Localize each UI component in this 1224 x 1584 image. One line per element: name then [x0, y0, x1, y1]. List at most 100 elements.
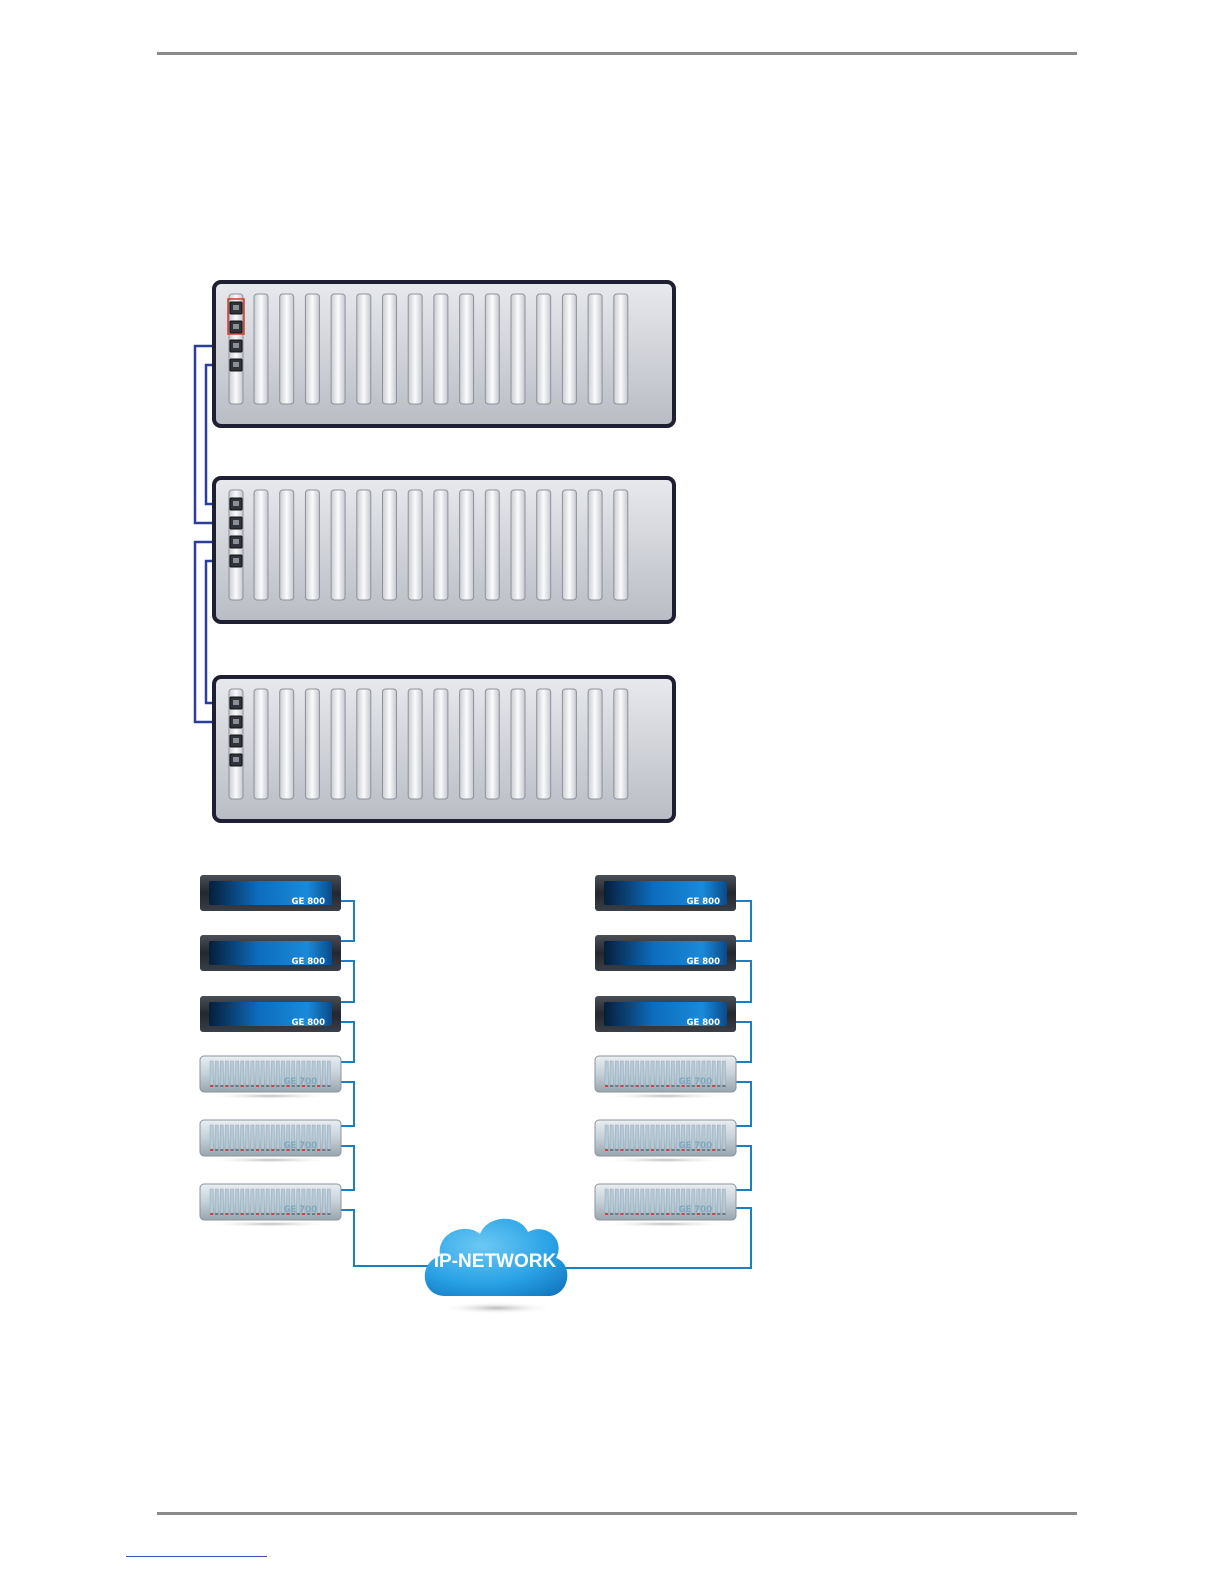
ge700-led [251, 1085, 254, 1087]
device-model-label: GE 800 [687, 957, 721, 967]
ge700-led [261, 1149, 264, 1151]
slot-card [383, 490, 397, 600]
slot-card [588, 689, 602, 799]
slot-card [537, 689, 551, 799]
ge700-module [246, 1061, 249, 1085]
device-chain-cable [736, 961, 751, 1002]
ge700-led [225, 1213, 228, 1215]
ge700-module [220, 1189, 223, 1213]
ge700-module [225, 1061, 228, 1085]
ge700-led [241, 1149, 244, 1151]
footer-link-underline[interactable] [126, 1556, 267, 1557]
device-chain-cable [341, 901, 354, 941]
ge700-module [620, 1125, 623, 1149]
ge700-led [615, 1149, 618, 1151]
rack-chassis-3 [214, 677, 674, 821]
ge700-led [631, 1213, 634, 1215]
ge700-module [230, 1189, 233, 1213]
ge700-module [717, 1189, 720, 1213]
device-shadow [601, 1093, 730, 1099]
ge700-led [625, 1149, 628, 1151]
slot-card [460, 490, 474, 600]
ge700-led [631, 1085, 634, 1087]
ge700-led [722, 1149, 725, 1151]
slot-card [511, 490, 525, 600]
port-contacts [233, 558, 239, 563]
device-chain-cable [341, 1082, 354, 1126]
ge700-led [641, 1213, 644, 1215]
port-contacts [233, 539, 239, 544]
ge700-led [230, 1085, 233, 1087]
slot-card [280, 294, 294, 404]
ge700-led [610, 1085, 613, 1087]
ge700-led [241, 1213, 244, 1215]
ge700-module [236, 1189, 239, 1213]
device-chain-cable [341, 1146, 354, 1190]
ge700-module [210, 1061, 213, 1085]
ge700-led [251, 1149, 254, 1151]
ge700-led [661, 1213, 664, 1215]
ge700-module [241, 1189, 244, 1213]
slot-card [305, 689, 319, 799]
ge700-module [625, 1125, 628, 1149]
ge700-unit: GE 700 [595, 1184, 736, 1227]
device-model-label: GE 700 [284, 1205, 318, 1215]
ge700-led [610, 1213, 613, 1215]
ge700-led [620, 1149, 623, 1151]
ge700-led [225, 1085, 228, 1087]
ge700-led [656, 1085, 659, 1087]
ge700-led [210, 1085, 213, 1087]
ge700-led [661, 1149, 664, 1151]
ge700-led [712, 1085, 715, 1087]
device-model-label: GE 700 [284, 1141, 318, 1151]
ge700-module [656, 1125, 659, 1149]
slot-card [408, 294, 422, 404]
ge700-led [327, 1213, 330, 1215]
ge700-module [717, 1061, 720, 1085]
ge700-led [271, 1213, 274, 1215]
ge700-module [722, 1061, 725, 1085]
ge700-led [671, 1213, 674, 1215]
ge700-led [625, 1085, 628, 1087]
ge700-module [605, 1125, 608, 1149]
slot-card [562, 490, 576, 600]
ge700-module [327, 1061, 330, 1085]
ge700-led [215, 1085, 218, 1087]
slot-card [614, 689, 628, 799]
ge700-led [317, 1149, 320, 1151]
ge700-led [236, 1085, 239, 1087]
ge700-module [317, 1061, 320, 1085]
ge700-led [671, 1149, 674, 1151]
ge700-module [661, 1125, 664, 1149]
port-contacts [233, 305, 239, 310]
ge700-module [271, 1189, 274, 1213]
ge700-module [266, 1125, 269, 1149]
ge700-module [712, 1061, 715, 1085]
device-model-label: GE 800 [687, 897, 721, 907]
ge700-module [656, 1189, 659, 1213]
ge700-module [220, 1125, 223, 1149]
ge700-led [266, 1085, 269, 1087]
ge700-led [322, 1149, 325, 1151]
device-model-label: GE 800 [292, 1018, 326, 1028]
device-chain-cable [736, 1022, 751, 1062]
ge700-module [261, 1125, 264, 1149]
ge700-module [256, 1189, 259, 1213]
ge700-module [236, 1061, 239, 1085]
slot-card [408, 490, 422, 600]
device-chain-cable [341, 961, 354, 1002]
ge700-module [722, 1125, 725, 1149]
ge700-module [620, 1061, 623, 1085]
ge700-module [251, 1061, 254, 1085]
ge700-module [641, 1125, 644, 1149]
port-contacts [233, 757, 239, 762]
device-model-label: GE 800 [292, 897, 326, 907]
ge700-module [625, 1061, 628, 1085]
ge700-led [256, 1213, 259, 1215]
ge700-module [631, 1189, 634, 1213]
ge700-module [317, 1189, 320, 1213]
ge700-module [615, 1125, 618, 1149]
ge700-led [256, 1149, 259, 1151]
ge700-led [322, 1085, 325, 1087]
ge700-module [615, 1061, 618, 1085]
